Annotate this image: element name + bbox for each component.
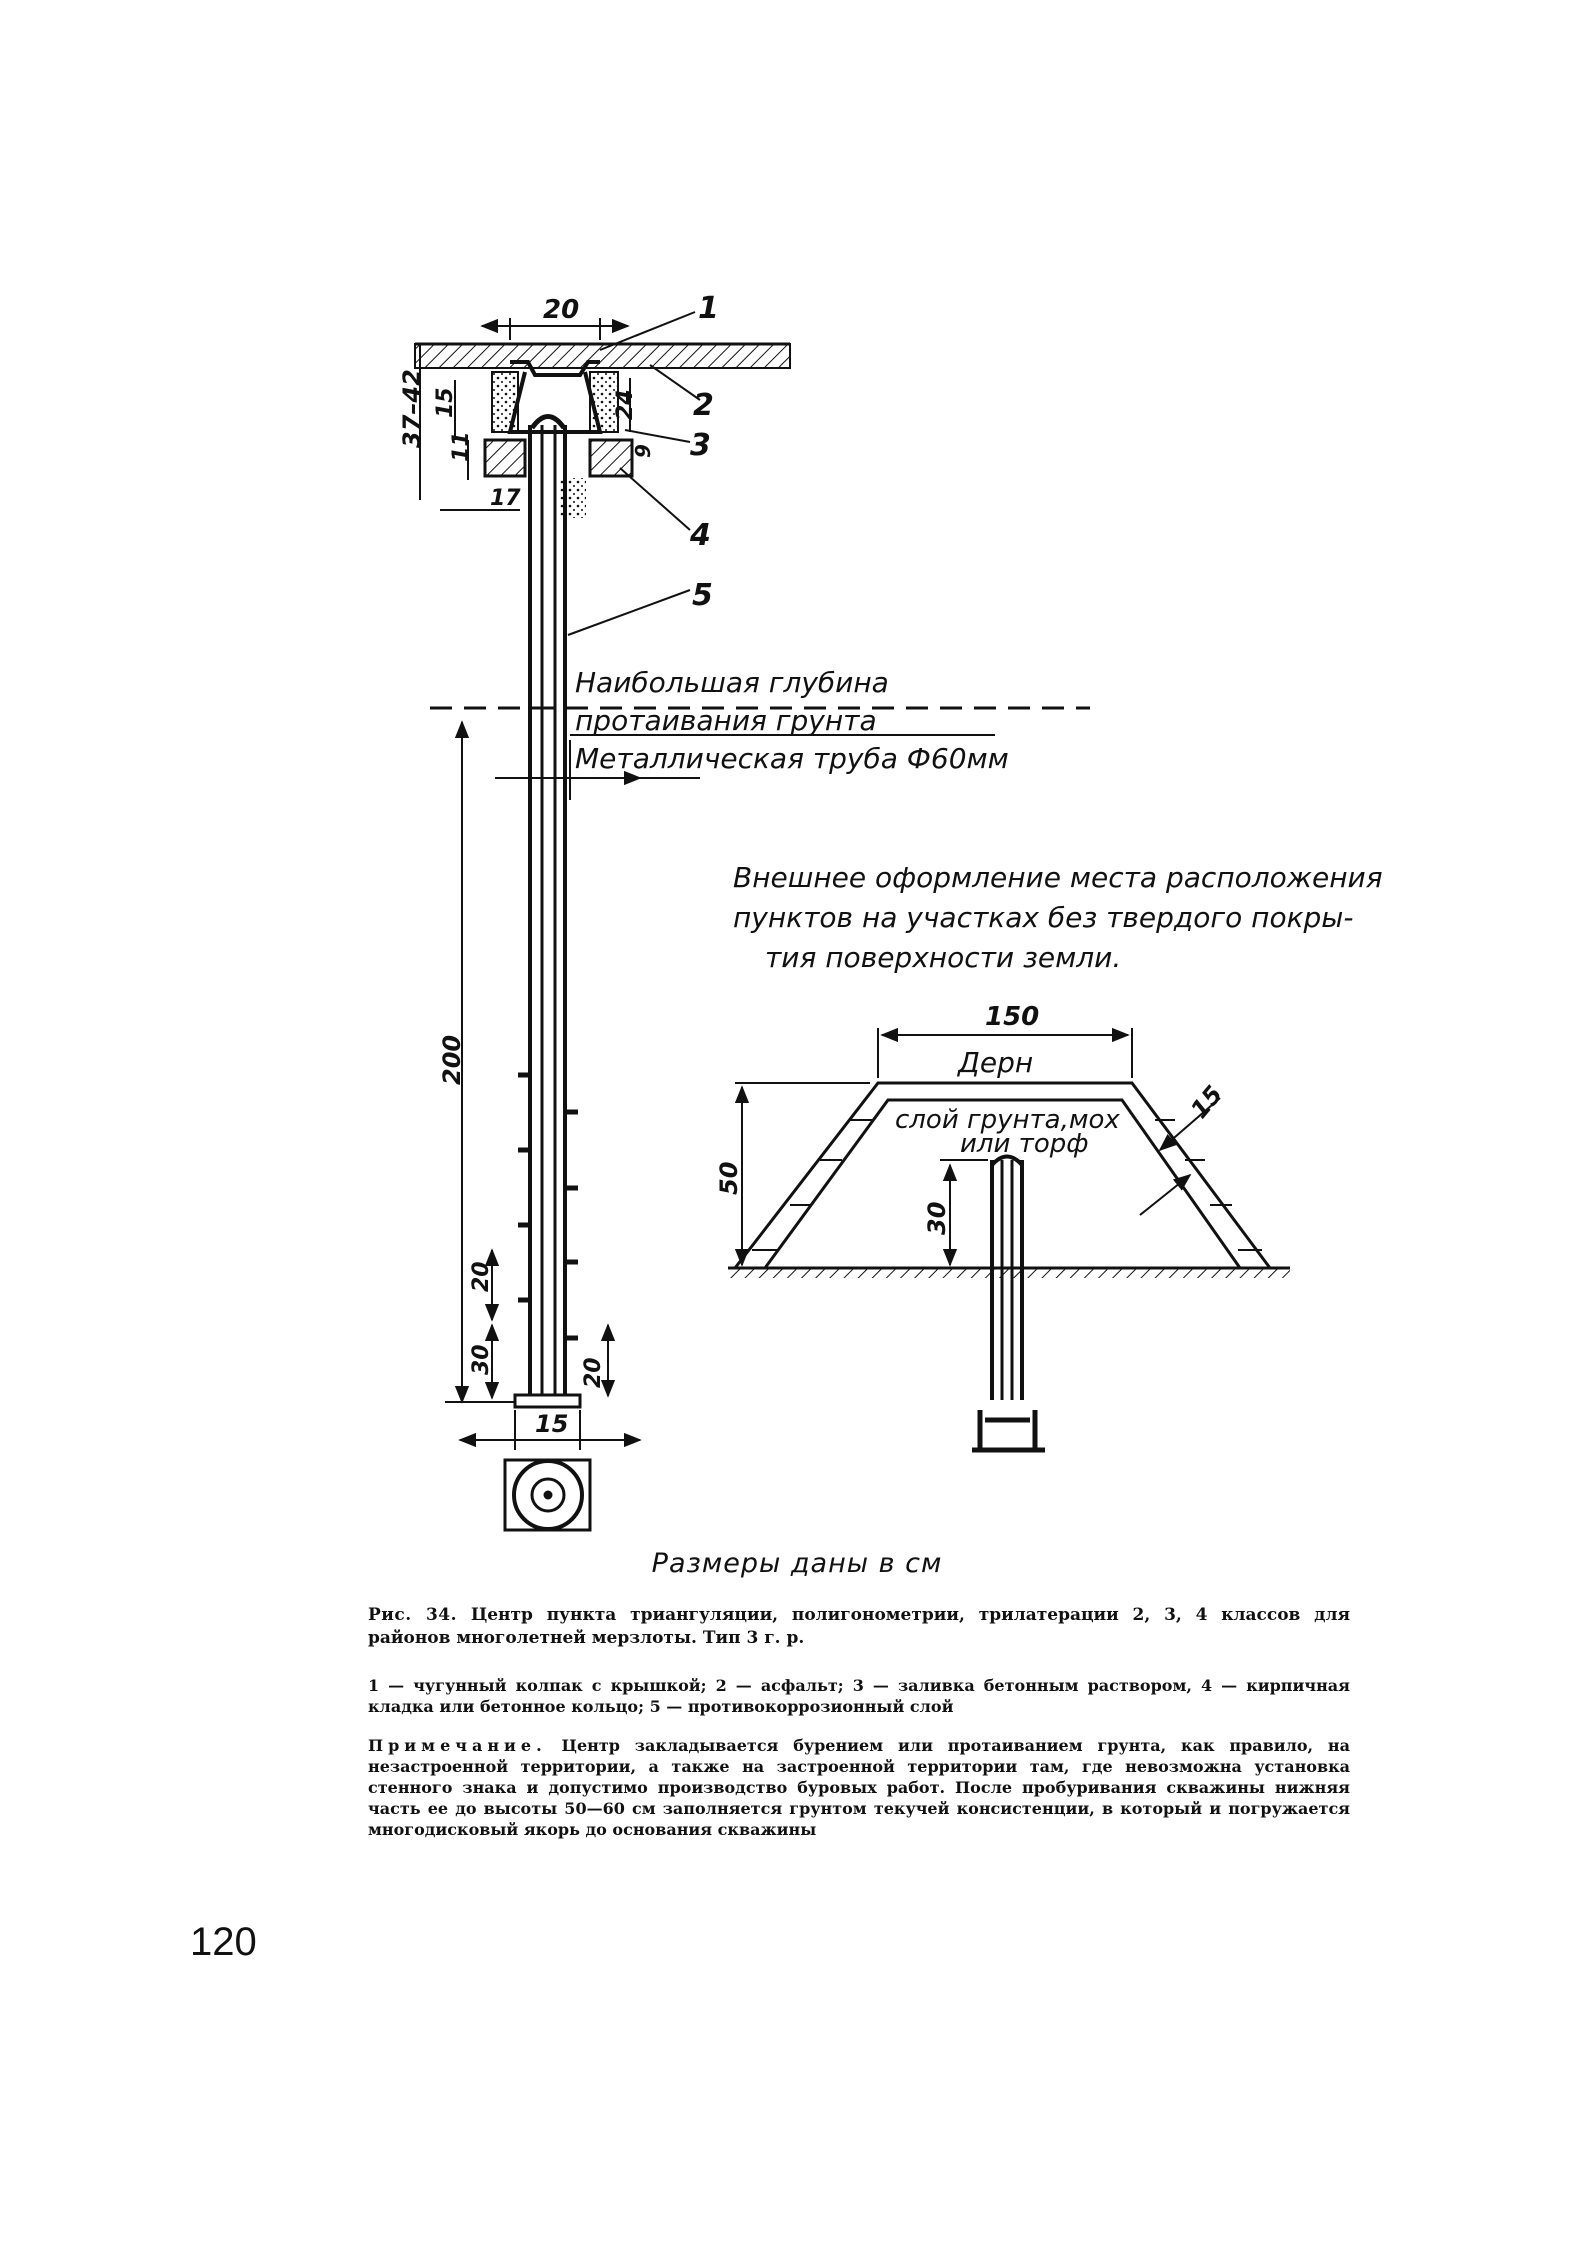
turf-label: Дерн: [956, 1046, 1033, 1079]
dim-15-bottom: 15: [535, 1410, 568, 1438]
metal-pipe: [513, 414, 582, 1409]
dim-24: 24: [613, 389, 638, 420]
figure-number: Рис. 34.: [368, 1605, 458, 1625]
callout-1: 1: [698, 291, 719, 326]
layer-label-2: или торф: [960, 1129, 1088, 1159]
callout-2: 2: [693, 388, 714, 423]
layer-label-1: слой грунта,мох: [895, 1105, 1120, 1135]
dim-30: 30: [469, 1344, 494, 1375]
page-number: 120: [190, 1920, 257, 1964]
dim-20-mid: 20: [469, 1261, 494, 1292]
dim-200: 200: [438, 1035, 466, 1085]
pipe-depth: 30: [923, 1202, 951, 1235]
dim-17: 17: [490, 486, 521, 511]
figure-caption: Рис. 34. Центр пункта триангуляции, поли…: [368, 1604, 1350, 1650]
thaw-depth-label-1: Наибольшая глубина: [575, 666, 889, 699]
mound-thickness: 15: [1185, 1080, 1228, 1124]
exterior-title-2: пунктов на участках без твердого покры-: [733, 901, 1353, 934]
callout-5: 5: [692, 578, 713, 613]
exterior-title-3: тия поверхности земли.: [765, 941, 1121, 974]
mound-dimensions: [734, 1027, 1221, 1267]
pipe-plan-view: [503, 1458, 592, 1532]
dim-20-top: 20: [543, 295, 579, 325]
callout-leaders: [567, 311, 701, 636]
dim-37-42: 37–42: [398, 369, 426, 448]
figure-caption-text: Центр пункта триангуляции, полигонометри…: [368, 1605, 1350, 1648]
dim-9: 9: [631, 444, 655, 458]
thaw-depth-label-2: протаивания грунта: [575, 704, 877, 737]
technical-drawing: 20 37–42 15 11 17 24 9 200 20 30 20 15 1…: [398, 291, 1383, 1532]
callout-3: 3: [690, 428, 711, 463]
note-paragraph: Примечание. Центр закладывается бурением…: [368, 1735, 1350, 1840]
mound-width: 150: [985, 1002, 1039, 1032]
pipe-label: Металлическая труба Ф60мм: [575, 742, 1009, 775]
mound-height: 50: [715, 1162, 743, 1195]
anchor-discs: [518, 1072, 578, 1341]
dim-11: 11: [449, 431, 474, 462]
units-note: Размеры даны в см: [651, 1548, 943, 1579]
exterior-title-1: Внешнее оформление места расположения: [733, 861, 1383, 894]
callout-4: 4: [689, 518, 711, 553]
figure-legend: 1 — чугунный колпак с крышкой; 2 — асфал…: [368, 1676, 1350, 1716]
concrete-fill: [491, 371, 519, 433]
dim-15-left: 15: [433, 387, 458, 418]
note-text: Центр закладывается бурением или протаив…: [368, 1736, 1351, 1839]
note-heading: Примечание.: [368, 1736, 547, 1755]
dimension-lines: [419, 318, 700, 1450]
dim-20-right: 20: [581, 1357, 606, 1388]
asphalt-layer: [414, 342, 791, 369]
